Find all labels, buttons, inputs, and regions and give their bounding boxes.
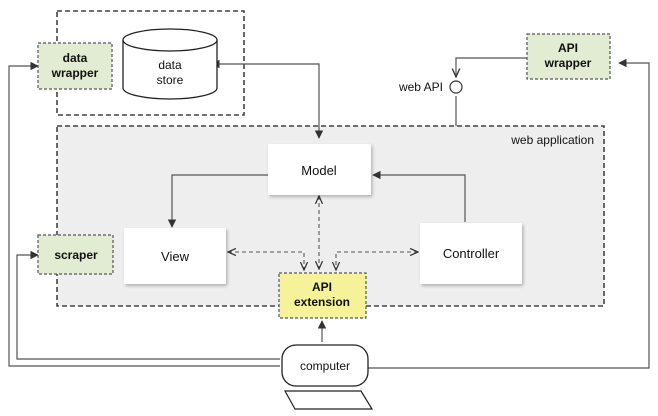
web-application-label: web application (510, 133, 594, 147)
controller-box: Controller (420, 223, 522, 284)
data-wrapper-box: data wrapper (37, 42, 113, 90)
store-model-connector (211, 59, 324, 139)
controller-extension-connector (336, 252, 418, 270)
api-wrapper-label-line1: API (558, 41, 578, 55)
scraper-box: scraper (37, 234, 114, 275)
computer-label: computer (300, 359, 350, 373)
connectors (8, 57, 650, 369)
computer-to-api-wrapper-connector (368, 58, 650, 369)
model-box: Model (268, 144, 371, 195)
extension-connectors (228, 196, 418, 270)
data-wrapper-label-line1: data (63, 51, 88, 65)
model-to-view-connector (167, 174, 268, 228)
data-wrapper-label-line2: wrapper (51, 66, 99, 80)
web-api-socket-icon (449, 80, 463, 94)
view-extension-connector (228, 252, 304, 270)
controller-label: Controller (443, 246, 500, 261)
scraper-label: scraper (54, 248, 98, 262)
computer-icon: computer (281, 344, 374, 410)
controller-to-model-connector (372, 170, 466, 222)
view-box: View (124, 228, 226, 284)
model-label: Model (301, 163, 337, 178)
data-store-label-line1: data (158, 58, 182, 72)
computer-to-scraper-connector (16, 250, 280, 360)
wrapper-to-webapi-connector (456, 57, 527, 77)
web-api-label: web API (398, 80, 443, 94)
api-wrapper-box: API wrapper (526, 33, 611, 80)
api-extension-label-line1: API (312, 280, 332, 294)
view-label: View (161, 249, 190, 264)
api-wrapper-label-line2: wrapper (544, 56, 592, 70)
api-extension-label-line2: extension (294, 295, 350, 309)
keyboard-icon (283, 390, 374, 410)
api-extension-box: API extension (278, 272, 367, 319)
computer-to-data-wrapper-connector (8, 61, 280, 367)
data-store-cylinder: data store (122, 28, 218, 100)
data-store-label-line2: store (157, 73, 184, 87)
